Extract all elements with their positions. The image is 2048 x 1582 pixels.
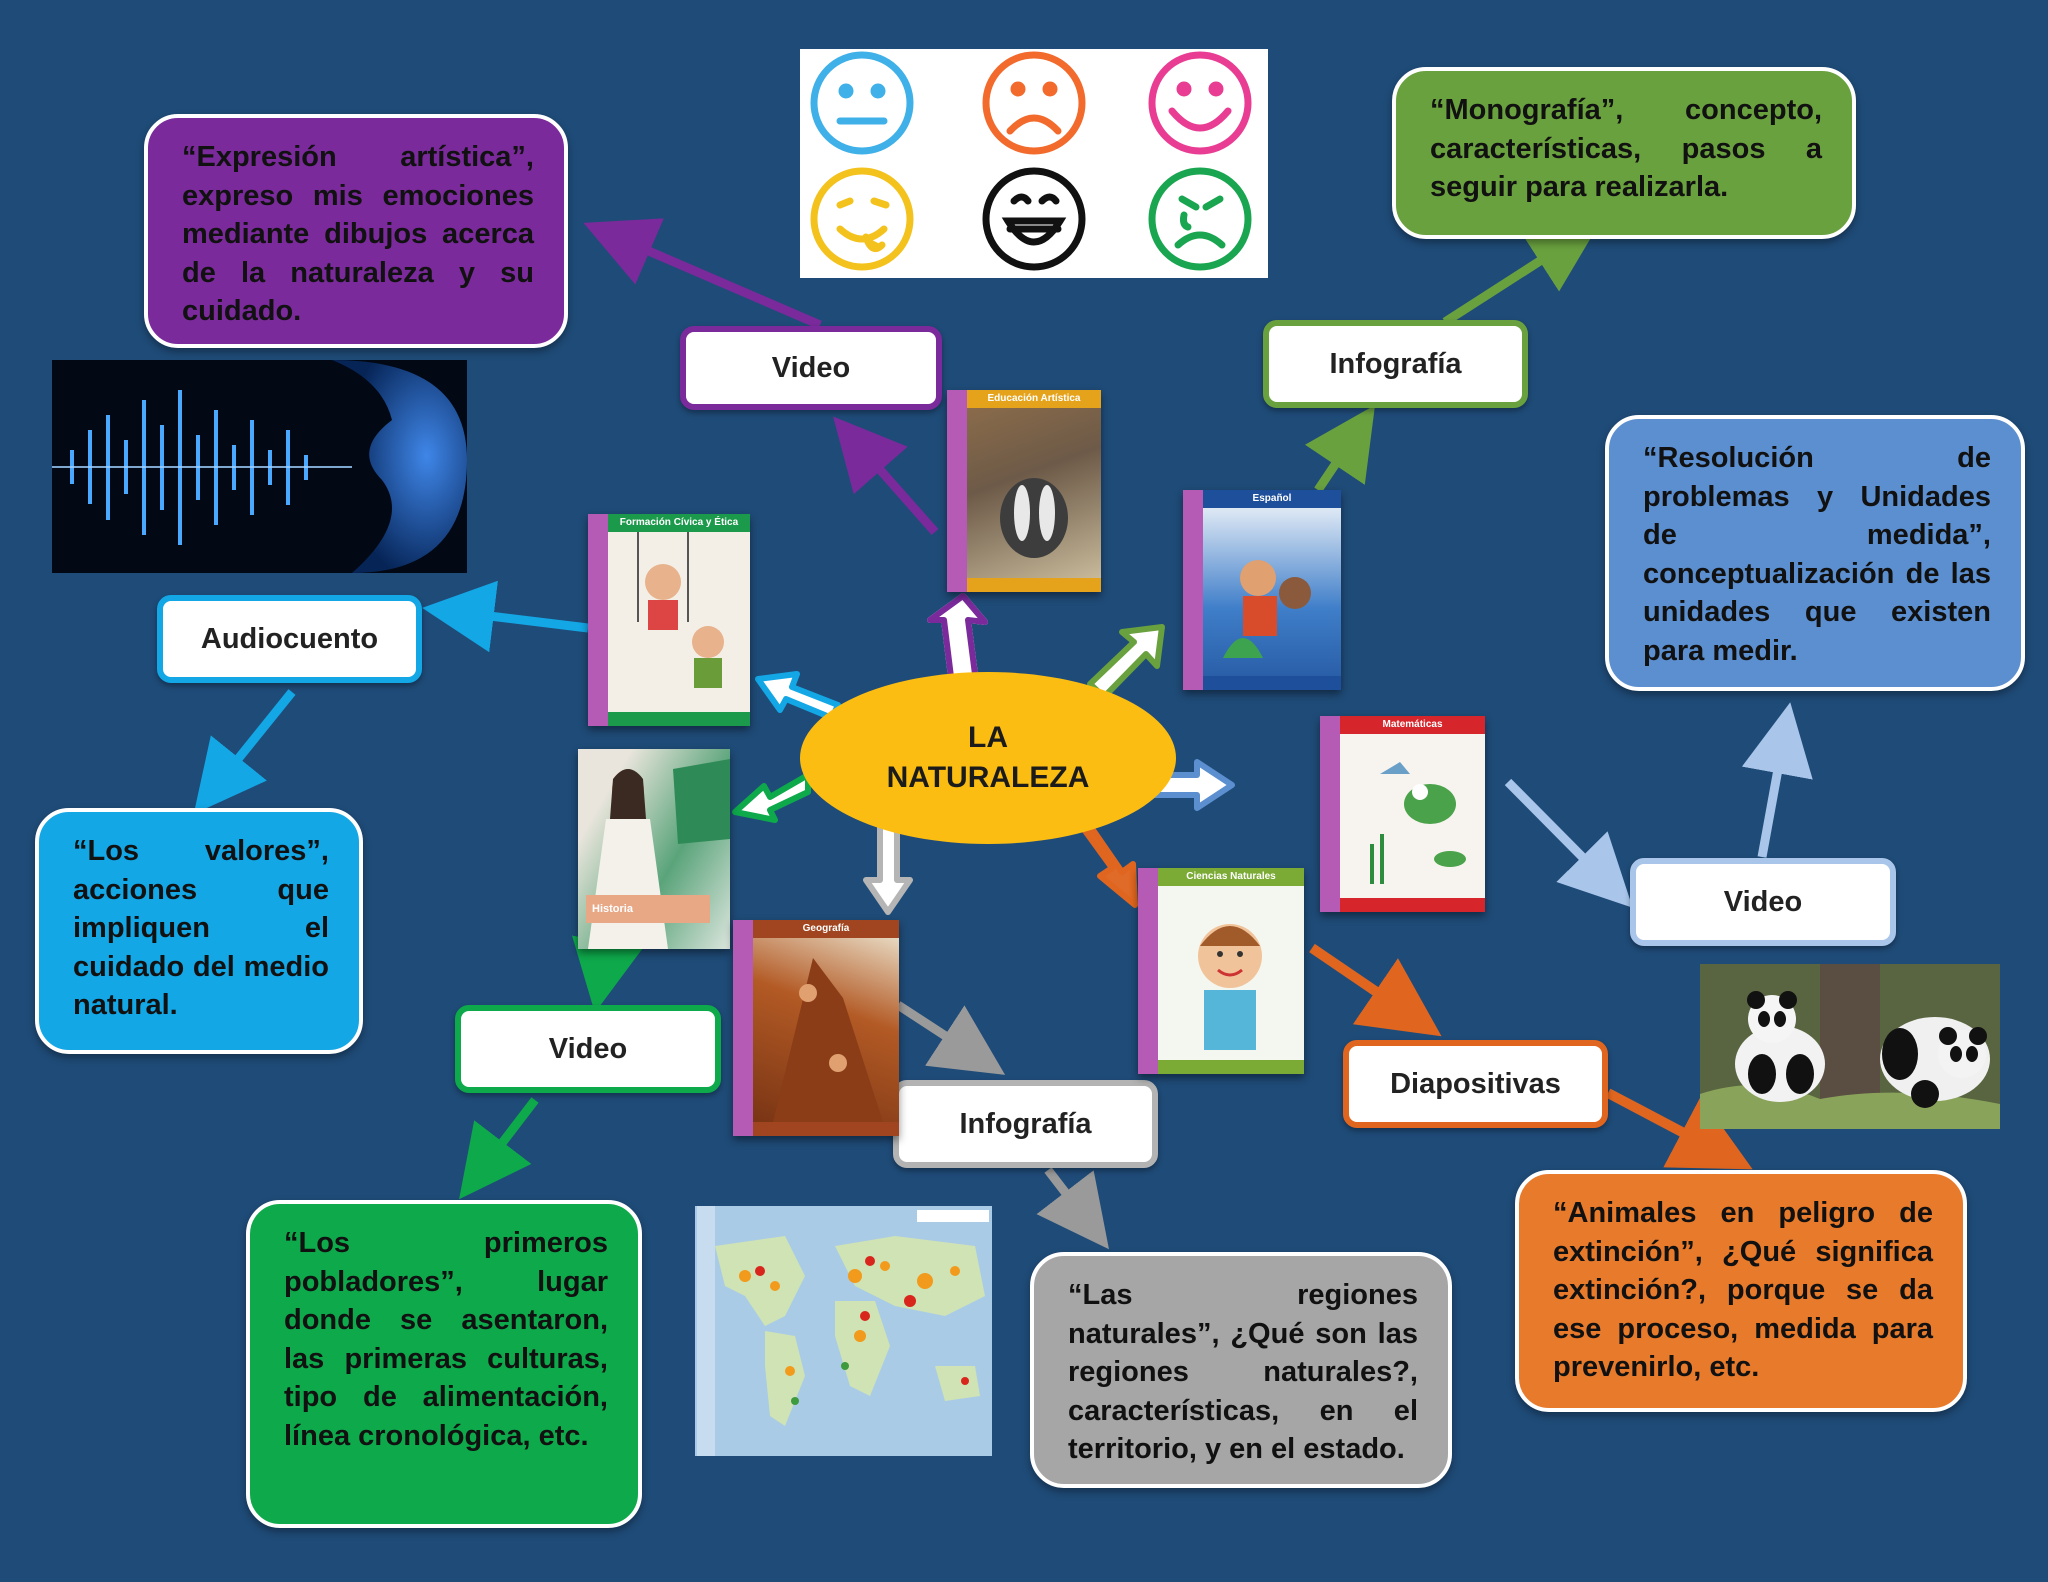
note-pobladores: “Los primeros pobladores”, lugar donde s…	[246, 1200, 642, 1528]
arrow-orange-2	[1605, 1088, 1753, 1170]
label-video-right: Video	[1630, 858, 1896, 946]
label-diapositivas: Diapositivas	[1343, 1040, 1608, 1128]
book-geografia: Geografía	[733, 920, 899, 1136]
arrow-green-2	[459, 1097, 539, 1200]
label-audiocuento: Audiocuento	[157, 595, 422, 683]
arrow-purple-1	[833, 416, 939, 535]
label-video-left: Video	[455, 1005, 721, 1093]
pandas-image	[1700, 964, 2000, 1129]
book-educacion-artistica: Educación Artística	[947, 390, 1101, 592]
ear-sound-wave-image	[52, 360, 467, 573]
arrow-orange-1	[1309, 943, 1442, 1037]
note-expresion: “Expresión artística”, expreso mis emoci…	[144, 114, 568, 348]
book-historia: Historia	[578, 749, 730, 949]
block-arrow-down	[863, 822, 913, 915]
arrow-blue-light-2	[1741, 702, 1813, 858]
book-ciencias-naturales: Ciencias Naturales	[1138, 868, 1304, 1074]
arrow-gray-2	[1036, 1167, 1109, 1250]
arrow-green-light-2	[1442, 222, 1601, 326]
center-title-line1: LA	[968, 721, 1008, 754]
note-resolucion: “Resolución de problemas y Unidades de m…	[1605, 415, 2025, 691]
note-monografia: “Monografía”, concepto, características,…	[1392, 67, 1856, 239]
book-matematicas: Matemáticas	[1320, 716, 1485, 912]
emoji-faces-image	[800, 49, 1268, 278]
arrow-green-light-1	[1305, 405, 1376, 493]
world-map-image	[695, 1206, 992, 1456]
label-infografia-top: Infografía	[1263, 320, 1528, 408]
arrow-blue-light-1	[1504, 778, 1633, 908]
book-historia-title: Historia	[586, 895, 710, 923]
arrow-purple-2	[583, 218, 822, 330]
book-espanol: Español	[1183, 490, 1341, 690]
center-topic: LA NATURALEZA	[800, 672, 1176, 844]
arrow-gray-1	[895, 1001, 1006, 1075]
block-arrow-left-up	[755, 671, 841, 721]
arrow-cyan-1	[422, 580, 589, 653]
note-regiones: “Las regiones naturales”, ¿Qué son las r…	[1030, 1252, 1452, 1488]
block-arrow-left-down	[732, 772, 811, 823]
note-animales: “Animales en peligro de extinción”, ¿Qué…	[1515, 1170, 1967, 1412]
block-arrow-up-right	[1087, 624, 1165, 700]
center-title-line2: NATURALEZA	[886, 761, 1090, 794]
book-formacion-civica: Formación Cívica y Ética	[588, 514, 750, 726]
arrow-green-1	[572, 935, 643, 1013]
label-infografia-bottom: Infografía	[893, 1080, 1158, 1168]
arrow-cyan-2	[193, 689, 296, 815]
label-video-top: Video	[680, 326, 942, 410]
block-arrow-down-right	[1080, 825, 1138, 908]
note-valores: “Los valores”, acciones que impliquen el…	[35, 808, 363, 1054]
